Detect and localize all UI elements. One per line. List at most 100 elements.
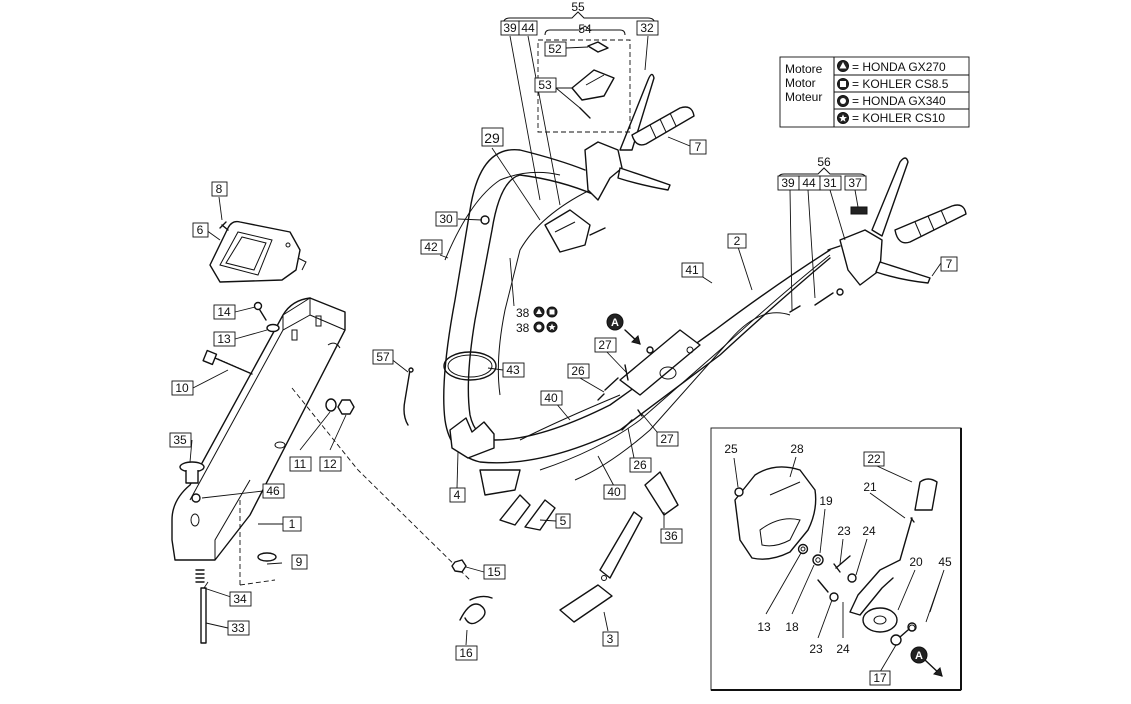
legend-row-2: = KOHLER CS8.5 [852,77,949,91]
callout-3: 3 [607,632,614,646]
callout-45: 45 [938,555,952,569]
callout-14: 14 [217,305,231,319]
callout-5: 5 [560,514,567,528]
callout-44-right: 44 [802,176,816,190]
callout-21: 21 [863,480,877,494]
ring-symbol-icon [533,321,545,333]
hoop-43-part [443,351,497,381]
marker-a-main-icon [606,313,624,331]
svg-text:A: A [915,650,923,662]
callout-4: 4 [454,488,461,502]
cover-part [209,220,301,283]
cable-57 [389,357,414,426]
callout-26-top: 26 [571,364,585,378]
legend-heading-it: Motore [785,62,823,76]
square-symbol-icon [837,78,849,90]
callout-6: 6 [197,223,204,237]
callout-26-bottom: 26 [633,458,647,472]
stand-3-part [599,511,643,579]
callout-52: 52 [548,42,562,56]
handlebar-assembly: A [439,35,967,632]
callout-44-left: 44 [521,21,535,35]
washer-18-part [812,554,824,566]
marker-a-inset-icon [910,646,928,664]
callout-56: 56 [817,155,831,169]
callout-7-left: 7 [695,140,702,154]
right-lever-bracket-part [839,229,883,286]
ring-symbol-icon [837,95,849,107]
callout-1: 1 [289,517,296,531]
callout-32: 32 [640,21,654,35]
callout-8: 8 [216,182,223,196]
callout-40-top: 40 [544,391,558,405]
callout-25: 25 [724,442,738,456]
legend-row-1: = HONDA GX270 [852,60,946,74]
callout-labels: 1 2 4 5 6 7 7 8 9 10 11 12 13 14 15 16 3… [169,0,958,686]
lever-21-part [849,517,913,616]
callout-38-symbols [533,306,558,333]
callout-2: 2 [734,234,741,248]
callout-27-bottom: 27 [660,432,674,446]
callout-16: 16 [459,646,473,660]
square-symbol-icon [546,306,558,318]
callout-43: 43 [506,363,520,377]
triangle-symbol-icon [533,306,545,318]
callout-37: 37 [848,176,862,190]
pin-33-part [200,587,207,644]
callout-27-top: 27 [598,338,612,352]
callout-18: 18 [785,620,799,634]
svg-text:A: A [611,317,619,329]
decal-37-part [850,206,868,215]
callout-13-inset: 13 [757,620,771,634]
callout-46: 46 [266,484,280,498]
callout-11: 11 [294,457,307,471]
callout-39-right: 39 [781,176,795,190]
callout-33: 33 [231,621,245,635]
callout-20: 20 [909,555,923,569]
callout-31: 31 [823,176,837,190]
callout-35: 35 [173,433,187,447]
callout-9: 9 [296,555,303,569]
knob-22-part [914,478,938,511]
grip-36-part [644,471,679,516]
star-symbol-icon [837,112,849,124]
callout-39-left: 39 [503,21,517,35]
callout-42: 42 [424,240,438,254]
right-grip-7-part [894,204,967,244]
legend-heading-en: Motor [785,76,816,90]
legend-row-3: = HONDA GX340 [852,94,946,108]
triangle-symbol-icon [837,60,849,72]
callout-40-bottom: 40 [607,485,621,499]
callout-22: 22 [867,452,881,466]
legend-row-4: = KOHLER CS10 [852,111,945,125]
callout-15: 15 [487,565,501,579]
callout-54: 54 [578,22,592,36]
disc-20-part [862,607,898,633]
callout-38-bottom: 38 [516,321,530,335]
engine-legend: Motore Motor Moteur = HONDA GX270 = KOHL… [779,56,970,128]
nut-25-part [734,487,744,497]
callout-38-top: 38 [516,306,530,320]
callout-13-left: 13 [217,332,231,346]
clamp-4-part [449,417,495,459]
callout-12: 12 [323,457,337,471]
left-lever-bracket-part [584,141,623,201]
star-symbol-icon [546,321,558,333]
column-assembly [171,196,493,646]
callout-17: 17 [873,671,887,685]
callout-30: 30 [439,212,453,226]
lever-cover-part [734,466,817,560]
spring-16-part [459,595,493,625]
callout-19: 19 [819,494,833,508]
callout-41: 41 [685,263,699,277]
callout-57: 57 [376,350,390,364]
callout-29: 29 [484,130,500,146]
washer-13-part [797,543,809,555]
screw-23-part [833,555,851,573]
callout-34: 34 [233,592,247,606]
bushing-17-part [890,634,902,646]
callout-55: 55 [571,0,585,14]
right-lever-31-part [871,157,909,237]
column-part [171,297,346,561]
